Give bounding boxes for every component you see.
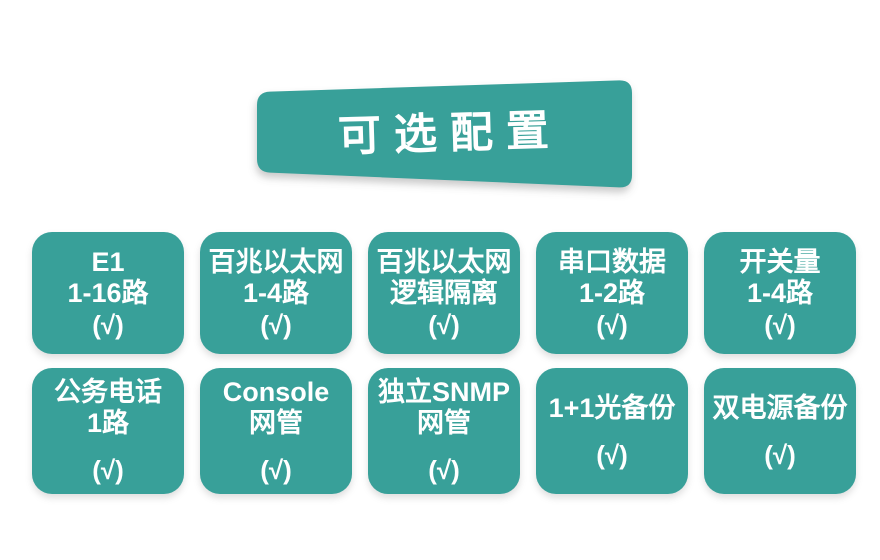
card-line: 百兆以太网 [376, 246, 512, 277]
availability-check: (√) [596, 439, 628, 470]
card-line: 公务电话 [54, 377, 162, 407]
availability-check: (√) [428, 455, 460, 485]
banner-title: 可选配置 [337, 107, 562, 161]
card-line: 1-4路 [746, 277, 814, 308]
config-card: 百兆以太网逻辑隔离(√) [368, 232, 520, 354]
card-line: 双电源备份 [712, 392, 848, 423]
card-title: 1+1光备份 [549, 393, 676, 424]
card-line: 百兆以太网 [208, 246, 344, 277]
card-line: 网管 [416, 408, 471, 438]
config-card: 1+1光备份 (√) [536, 368, 688, 494]
availability-check: (√) [764, 309, 796, 340]
card-line: 逻辑隔离 [390, 277, 498, 308]
availability-check: (√) [428, 309, 460, 340]
banner-shape-svg: 可选配置 [257, 80, 632, 188]
banner: 可选配置 [246, 76, 646, 206]
card-line: 1路 [86, 408, 130, 438]
card-line: 网管 [248, 408, 303, 438]
banner-shape [257, 80, 632, 188]
config-card: 双电源备份 (√) [704, 368, 856, 494]
availability-check: (√) [596, 309, 628, 340]
card-line: 串口数据 [558, 246, 666, 277]
card-line: 开关量 [739, 246, 821, 277]
availability-check: (√) [764, 439, 796, 470]
availability-check: (√) [260, 309, 292, 340]
card-line: 独立SNMP [377, 377, 510, 407]
card-line: 1-4路 [242, 277, 310, 308]
card-title: 百兆以太网逻辑隔离 [377, 247, 512, 309]
card-line: 1-16路 [67, 277, 149, 308]
availability-check: (√) [92, 309, 124, 340]
availability-check: (√) [260, 455, 292, 485]
card-title: 双电源备份 [713, 393, 848, 424]
availability-check: (√) [92, 455, 124, 485]
card-line: 1-2路 [578, 277, 646, 308]
card-line: E1 [91, 246, 125, 277]
card-line: Console [222, 377, 330, 407]
card-line: 1+1光备份 [548, 392, 676, 423]
